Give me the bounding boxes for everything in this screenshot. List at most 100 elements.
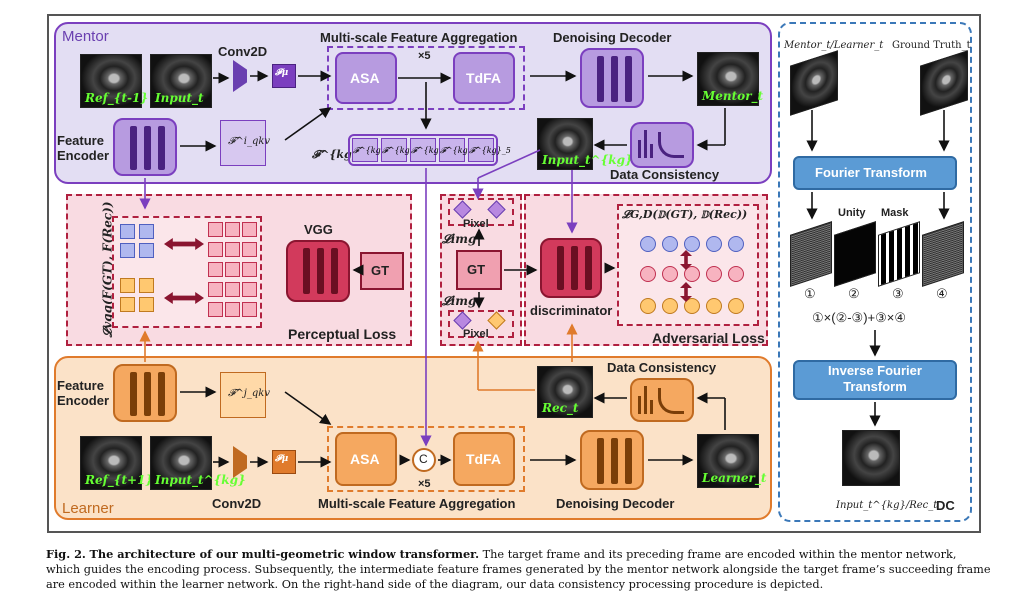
discriminator-node — [728, 266, 744, 282]
feature-grid-cell — [225, 302, 240, 317]
dc-formula: ①×(②-③)+③×④ — [812, 310, 907, 325]
mentor-section-label: Mentor — [62, 28, 109, 45]
learner-input-image: Input_t^{kg} — [150, 436, 246, 490]
dc-glyph-bar — [638, 140, 641, 158]
block-bar — [597, 56, 604, 102]
feature-grid-cell — [208, 262, 223, 277]
learner-tdfa-label: TdFA — [466, 451, 501, 467]
learner-section-label: Learner — [62, 500, 114, 517]
learner-ref-image: Ref_{t+1} — [80, 436, 153, 490]
block-bar — [585, 246, 592, 290]
block-bar — [317, 248, 324, 294]
mentor-x5-label: ×5 — [418, 50, 431, 62]
feature-grid-cell — [242, 262, 257, 277]
block-bar — [144, 126, 151, 170]
vgg-label: VGG — [304, 222, 333, 237]
mentor-fkg-cell: 𝓕^{kg}_5 — [468, 138, 511, 162]
dc-num-2: ② — [848, 286, 860, 301]
learner-asa-block — [335, 432, 397, 486]
mentor-fmu-label: 𝓕μ — [275, 68, 289, 78]
dc-glyph-bar — [650, 144, 653, 158]
pixel-bottom-label: Pixel — [463, 328, 489, 340]
feature-grid-cell — [208, 242, 223, 257]
pixel-gt-block — [456, 250, 502, 290]
block-bar — [130, 126, 137, 170]
pixel-gt-label: GT — [467, 262, 486, 277]
perceptual-loss-label: Perceptual Loss — [288, 326, 397, 342]
feature-grid-cell — [208, 222, 223, 237]
discriminator-node — [662, 236, 678, 252]
fourier-label: Fourier Transform — [815, 165, 927, 180]
feature-grid-cell — [208, 302, 223, 317]
discriminator-node — [684, 298, 700, 314]
discriminator-node — [662, 266, 678, 282]
learner-fqkv-label: 𝓕^j_qkv — [228, 388, 270, 399]
mentor-dc-label: Data Consistency — [610, 167, 720, 182]
block-bar — [611, 56, 618, 102]
block-bar — [144, 372, 151, 416]
discriminator-label: discriminator — [530, 303, 613, 318]
mentor-asa-label: ASA — [350, 70, 380, 86]
feature-grid-cell — [242, 242, 257, 257]
block-bar — [557, 246, 564, 290]
dc-output-image — [842, 430, 900, 486]
dc-unity-label: Unity — [838, 207, 866, 219]
mentor-tdfa-label: TdFA — [466, 70, 501, 86]
dc-glyph-bar — [644, 386, 647, 414]
block-bar — [158, 126, 165, 170]
mentor-fqkv-label: 𝓕^i_qkv — [228, 136, 271, 147]
learner-msfa-label: Multi-scale Feature Aggregation — [318, 496, 516, 511]
learner-dc-label: Data Consistency — [607, 360, 717, 375]
adversarial-loss-label: Adversarial Loss — [652, 330, 765, 346]
feature-grid-cell — [139, 224, 154, 239]
dc-num-1: ① — [804, 286, 816, 301]
dc-input-label: Mentor_t/Learner_t — [784, 40, 884, 51]
mentor-msfa-label: Multi-scale Feature Aggregation — [320, 30, 518, 45]
learner-feature-encoder-label: Feature Encoder — [57, 378, 110, 408]
block-bar — [130, 372, 137, 416]
feature-grid-cell — [225, 222, 240, 237]
mentor-fkg-cell: 𝓕^{kg}_4 — [439, 138, 482, 162]
discriminator-node — [728, 298, 744, 314]
fourier-block — [793, 156, 957, 190]
mentor-output-image: Mentor_t — [697, 52, 763, 106]
mentor-fkg-cell: 𝓕^{kg}_3 — [410, 138, 453, 162]
dc-mask-label: Mask — [881, 207, 909, 219]
dc-glyph-curve — [658, 132, 684, 158]
feature-grid-cell — [139, 243, 154, 258]
feature-grid-cell — [120, 297, 135, 312]
feature-grid-cell — [242, 282, 257, 297]
learner-fmu-cube — [272, 450, 296, 474]
node-arrow — [680, 250, 692, 270]
mentor-fmu-cube — [272, 64, 296, 88]
block-bar — [303, 248, 310, 294]
feature-grid-cell — [225, 242, 240, 257]
mentor-ref-image: Ref_{t-1} — [80, 54, 148, 108]
discriminator-node — [706, 266, 722, 282]
feature-grid-cell — [225, 262, 240, 277]
learner-concat-label: C — [419, 452, 428, 466]
feature-grid-cell — [242, 222, 257, 237]
discriminator-node — [662, 298, 678, 314]
learner-fmu-label: 𝓕μ — [275, 454, 289, 464]
mentor-feature-encoder-label: Feature Encoder — [57, 133, 110, 163]
discriminator-node — [684, 236, 700, 252]
feature-grid-cell — [120, 243, 135, 258]
caption-fig-number: Fig. 2. — [46, 547, 86, 561]
dc-output-label: Input_t^{kg}/Rec_t — [836, 500, 938, 511]
learner-output-image: Learner_t — [697, 434, 766, 488]
figure-caption: Fig. 2. The architecture of our multi-ge… — [46, 547, 991, 592]
perceptual-gt-block — [360, 252, 404, 290]
mentor-input-image: Input_t — [150, 54, 212, 108]
limg-bottom-label: 𝓛img — [442, 294, 477, 308]
learner-x5-label: ×5 — [418, 478, 431, 490]
discriminator-node — [640, 266, 656, 282]
discriminator-node — [684, 266, 700, 282]
block-bar — [611, 438, 618, 484]
inverse-fourier-label: Inverse Fourier Transform — [828, 363, 922, 394]
learner-tdfa-block — [453, 432, 515, 486]
mentor-conv2d-label: Conv2D — [218, 44, 268, 59]
perceptual-gt-label: GT — [371, 263, 390, 278]
dc-label: DC — [936, 498, 955, 513]
learner-conv2d-trapezoid — [233, 446, 247, 478]
